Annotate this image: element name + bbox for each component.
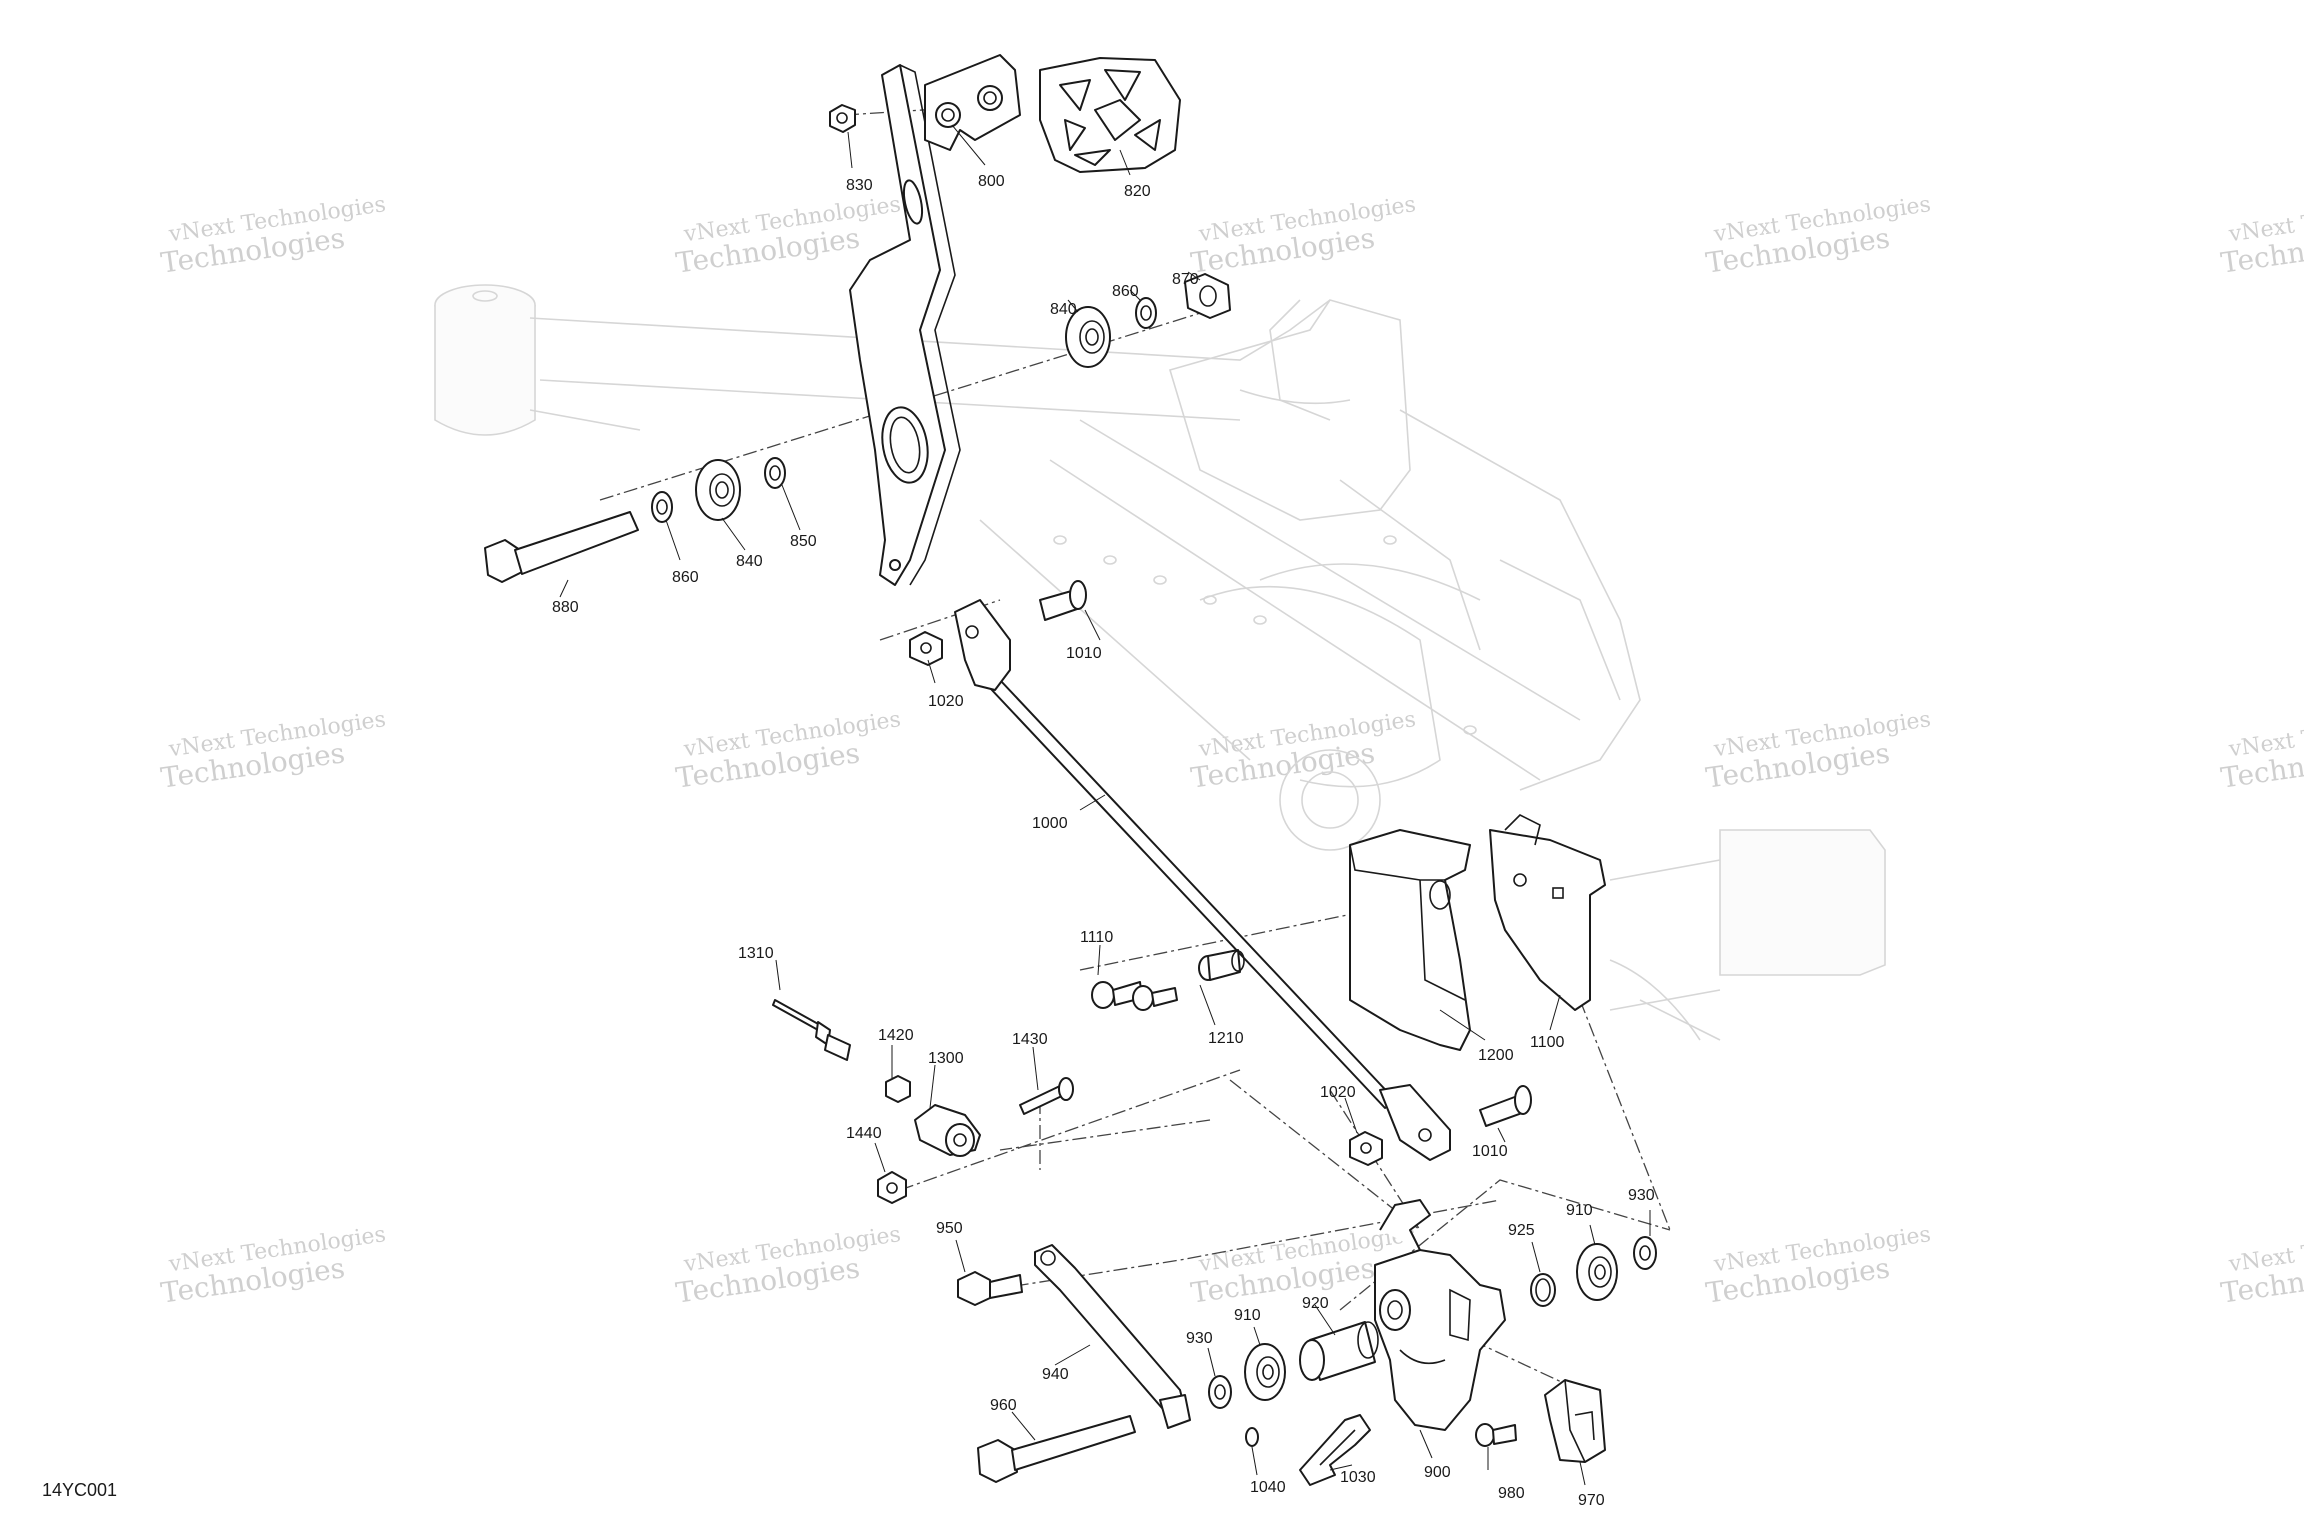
nut-1440 bbox=[877, 1171, 907, 1204]
callout-1040: 1040 bbox=[1250, 1479, 1286, 1496]
callout-1200: 1200 bbox=[1478, 1047, 1514, 1064]
spacer-1210 bbox=[1198, 949, 1245, 981]
push-rod-1000 bbox=[954, 599, 1451, 1161]
switch-cover-1200 bbox=[1349, 829, 1471, 1051]
pin-1310 bbox=[772, 999, 851, 1061]
callout-960: 960 bbox=[990, 1397, 1017, 1414]
pedal-pad-820 bbox=[1039, 57, 1181, 173]
link-1300 bbox=[914, 1104, 981, 1157]
callout-1100: 1100 bbox=[1530, 1034, 1565, 1051]
bearing-840-upper bbox=[1065, 306, 1111, 368]
bolt-960 bbox=[977, 1415, 1136, 1483]
callout-930-left: 930 bbox=[1186, 1330, 1213, 1347]
washer-860-lower bbox=[651, 491, 673, 523]
callout-880: 880 bbox=[552, 599, 579, 616]
callout-1000: 1000 bbox=[1032, 815, 1068, 832]
callout-800: 800 bbox=[978, 173, 1005, 190]
callout-1110: 1110 bbox=[1080, 929, 1113, 946]
lower-bracket-900 bbox=[1374, 1199, 1506, 1431]
callout-970: 970 bbox=[1578, 1492, 1605, 1509]
leader-lines bbox=[559, 124, 1651, 1486]
bolt-950 bbox=[957, 1271, 1023, 1306]
callout-1430: 1430 bbox=[1012, 1031, 1048, 1048]
callout-1300: 1300 bbox=[928, 1050, 964, 1067]
lever-940 bbox=[1034, 1244, 1191, 1429]
callout-840-upper: 840 bbox=[1050, 301, 1077, 318]
pedal-bracket-800 bbox=[924, 54, 1021, 151]
callout-910-left: 910 bbox=[1234, 1307, 1261, 1324]
callout-860-lower: 860 bbox=[672, 569, 699, 586]
washer-930-left bbox=[1208, 1375, 1232, 1409]
callout-930-right: 930 bbox=[1628, 1187, 1655, 1204]
bearing-910-left bbox=[1244, 1343, 1286, 1401]
washer-930-right bbox=[1633, 1236, 1657, 1270]
screw-980 bbox=[1475, 1423, 1517, 1447]
sensor-970 bbox=[1544, 1379, 1606, 1463]
bearing-910-right bbox=[1576, 1243, 1618, 1301]
sleeve-920 bbox=[1299, 1321, 1379, 1381]
spring-clip-1030 bbox=[1299, 1414, 1371, 1486]
callout-910-right: 910 bbox=[1566, 1202, 1593, 1219]
bolt-1430 bbox=[1019, 1077, 1074, 1115]
callout-1310: 1310 bbox=[738, 945, 774, 962]
callout-1020-upper: 1020 bbox=[928, 693, 964, 710]
callout-820: 820 bbox=[1124, 183, 1151, 200]
washer-1040 bbox=[1245, 1427, 1259, 1447]
pin-1010-lower bbox=[1479, 1085, 1532, 1127]
nut-830 bbox=[829, 104, 856, 133]
callout-1210: 1210 bbox=[1208, 1030, 1244, 1047]
brake-pedal-arm bbox=[849, 64, 961, 586]
washer-860-upper bbox=[1135, 297, 1157, 329]
pin-1010-upper bbox=[1039, 580, 1087, 621]
callout-925: 925 bbox=[1508, 1222, 1535, 1239]
callout-1010-upper: 1010 bbox=[1066, 645, 1102, 662]
figure-code: 14YC001 bbox=[42, 1480, 117, 1500]
callout-950: 950 bbox=[936, 1220, 963, 1237]
callout-1010-lower: 1010 bbox=[1472, 1143, 1508, 1160]
bolt-880 bbox=[484, 511, 639, 583]
callout-860-upper: 860 bbox=[1112, 283, 1139, 300]
nut-1420 bbox=[885, 1075, 911, 1103]
callout-1020-lower: 1020 bbox=[1320, 1084, 1356, 1101]
nut-870 bbox=[1184, 273, 1231, 319]
callout-1440: 1440 bbox=[846, 1125, 882, 1142]
callout-830: 830 bbox=[846, 177, 873, 194]
snap-ring-925 bbox=[1530, 1273, 1556, 1307]
callout-920: 920 bbox=[1302, 1295, 1329, 1312]
screw-1110 bbox=[1091, 981, 1178, 1011]
nut-1020-lower bbox=[1349, 1131, 1383, 1166]
nut-1020-upper bbox=[909, 631, 943, 666]
bearing-840-lower bbox=[695, 459, 741, 521]
callout-labels: 830 800 820 840 860 870 850 860 840 880 … bbox=[552, 173, 1655, 1509]
callout-850: 850 bbox=[790, 533, 817, 550]
switch-plate-1100 bbox=[1489, 814, 1606, 1011]
callout-980: 980 bbox=[1498, 1485, 1525, 1502]
callout-840-lower: 840 bbox=[736, 553, 763, 570]
washer-850 bbox=[764, 457, 786, 489]
callout-870: 870 bbox=[1172, 271, 1199, 288]
callout-1420: 1420 bbox=[878, 1027, 914, 1044]
callout-940: 940 bbox=[1042, 1366, 1069, 1383]
callout-900: 900 bbox=[1424, 1464, 1451, 1481]
chassis-frame-ghost bbox=[434, 284, 1886, 1041]
callout-1030: 1030 bbox=[1340, 1469, 1376, 1486]
